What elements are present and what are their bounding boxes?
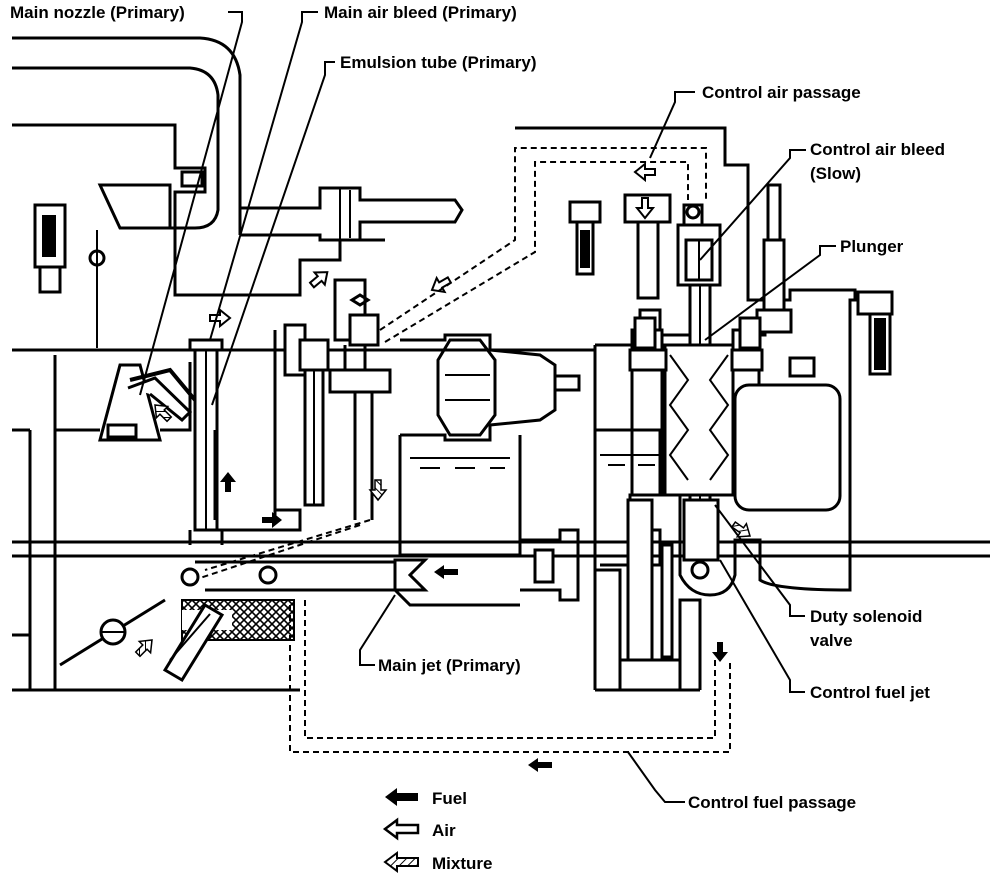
main-air-bleed (283, 323, 330, 507)
lower-right-body (595, 498, 702, 692)
mixture-arrow-lower (134, 639, 153, 658)
fuel-inlet (400, 333, 581, 442)
label-control-fuel-passage: Control fuel passage (688, 793, 856, 812)
air-arrow-3 (430, 275, 453, 294)
fuel-arrow-down-right (712, 642, 728, 662)
top-body-outline (12, 36, 385, 297)
legend-air-icon (382, 817, 420, 841)
main-nozzle (127, 367, 197, 423)
legend-fuel-icon (385, 788, 418, 806)
air-arrow-down-right (634, 197, 656, 220)
air-arrow-1 (209, 307, 232, 329)
slow-jet (328, 278, 392, 520)
fuel-arrow-left-jet (434, 565, 458, 579)
fuel-well (213, 330, 302, 532)
label-main-jet: Main jet (Primary) (378, 656, 521, 675)
control-fuel-passage-line (199, 519, 731, 753)
air-arrow-2 (308, 271, 329, 289)
emulsion-tube (188, 338, 224, 545)
mixture-arrow-down (368, 479, 388, 502)
control-air-bleed (676, 203, 722, 287)
diagram-labels: Main nozzle (Primary) Main air bleed (Pr… (10, 3, 945, 812)
control-air-passage-line (379, 147, 707, 343)
label-duty-solenoid-valve: valve (810, 631, 853, 650)
main-jet (180, 558, 520, 607)
throttle-valve (59, 598, 166, 667)
fuel-arrow-left-bottom (528, 758, 552, 772)
mixture-arrow-nozzle (154, 404, 173, 423)
legend: Fuel Air Mixture (382, 788, 492, 873)
float-bowl-center (398, 435, 580, 602)
lower-mixture-block (162, 599, 295, 683)
label-control-air-passage: Control air passage (702, 83, 861, 102)
label-control-air-bleed-slow: (Slow) (810, 164, 861, 183)
legend-mixture-label: Mixture (432, 854, 492, 873)
fuel-arrow-up (220, 472, 236, 492)
legend-mixture-icon (383, 851, 419, 873)
label-main-air-bleed: Main air bleed (Primary) (324, 3, 517, 22)
leader-lines (139, 11, 836, 803)
label-plunger: Plunger (840, 237, 904, 256)
fuel-arrow-right (262, 512, 282, 528)
legend-air-label: Air (432, 821, 456, 840)
label-emulsion-tube: Emulsion tube (Primary) (340, 53, 536, 72)
idle-screw (33, 203, 106, 348)
air-arrow-top-right (633, 161, 656, 183)
label-control-fuel-jet: Control fuel jet (810, 683, 930, 702)
label-main-nozzle: Main nozzle (Primary) (10, 3, 185, 22)
right-float-bowl (595, 290, 894, 597)
label-control-air-bleed: Control air bleed (810, 140, 945, 159)
label-duty-solenoid: Duty solenoid (810, 607, 922, 626)
legend-fuel-label: Fuel (432, 789, 467, 808)
air-horn-fitting (240, 186, 464, 242)
